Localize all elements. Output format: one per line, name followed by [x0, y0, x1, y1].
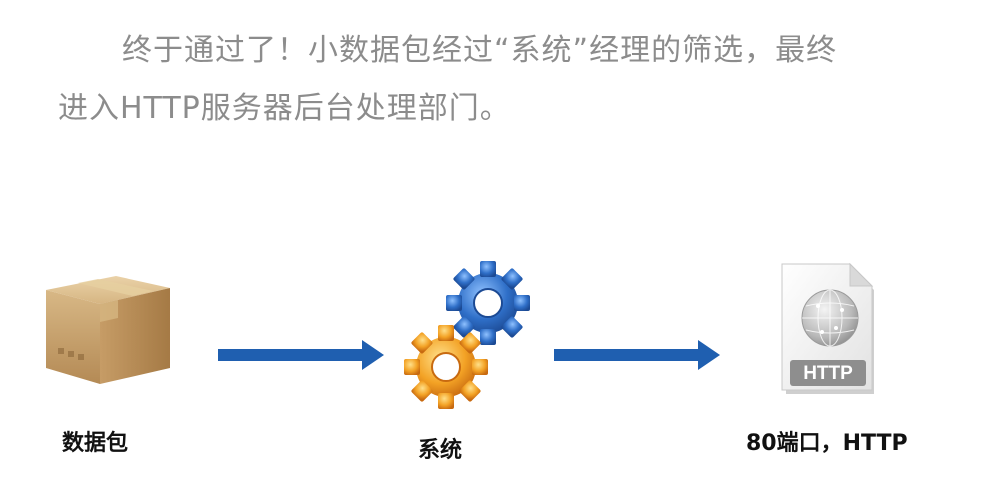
caption-line-1: 终于通过了！小数据包经过“系统”经理的筛选，最终	[122, 33, 838, 68]
gears-icon	[404, 261, 530, 409]
caption-line-2: 进入HTTP服务器后台处理部门。	[58, 91, 511, 126]
http-file-icon: HTTP	[781, 262, 874, 394]
label-packet: 数据包	[62, 431, 129, 456]
arrow-packet-to-system	[218, 340, 384, 370]
http-icon-label: HTTP	[803, 363, 853, 384]
arrow-system-to-http	[554, 340, 720, 370]
label-system: 系统	[418, 438, 463, 463]
box-icon	[46, 276, 170, 384]
caption: 终于通过了！小数据包经过“系统”经理的筛选，最终 进入HTTP服务器后台处理部门…	[58, 22, 938, 138]
label-http: 80端口，HTTP	[746, 431, 908, 456]
